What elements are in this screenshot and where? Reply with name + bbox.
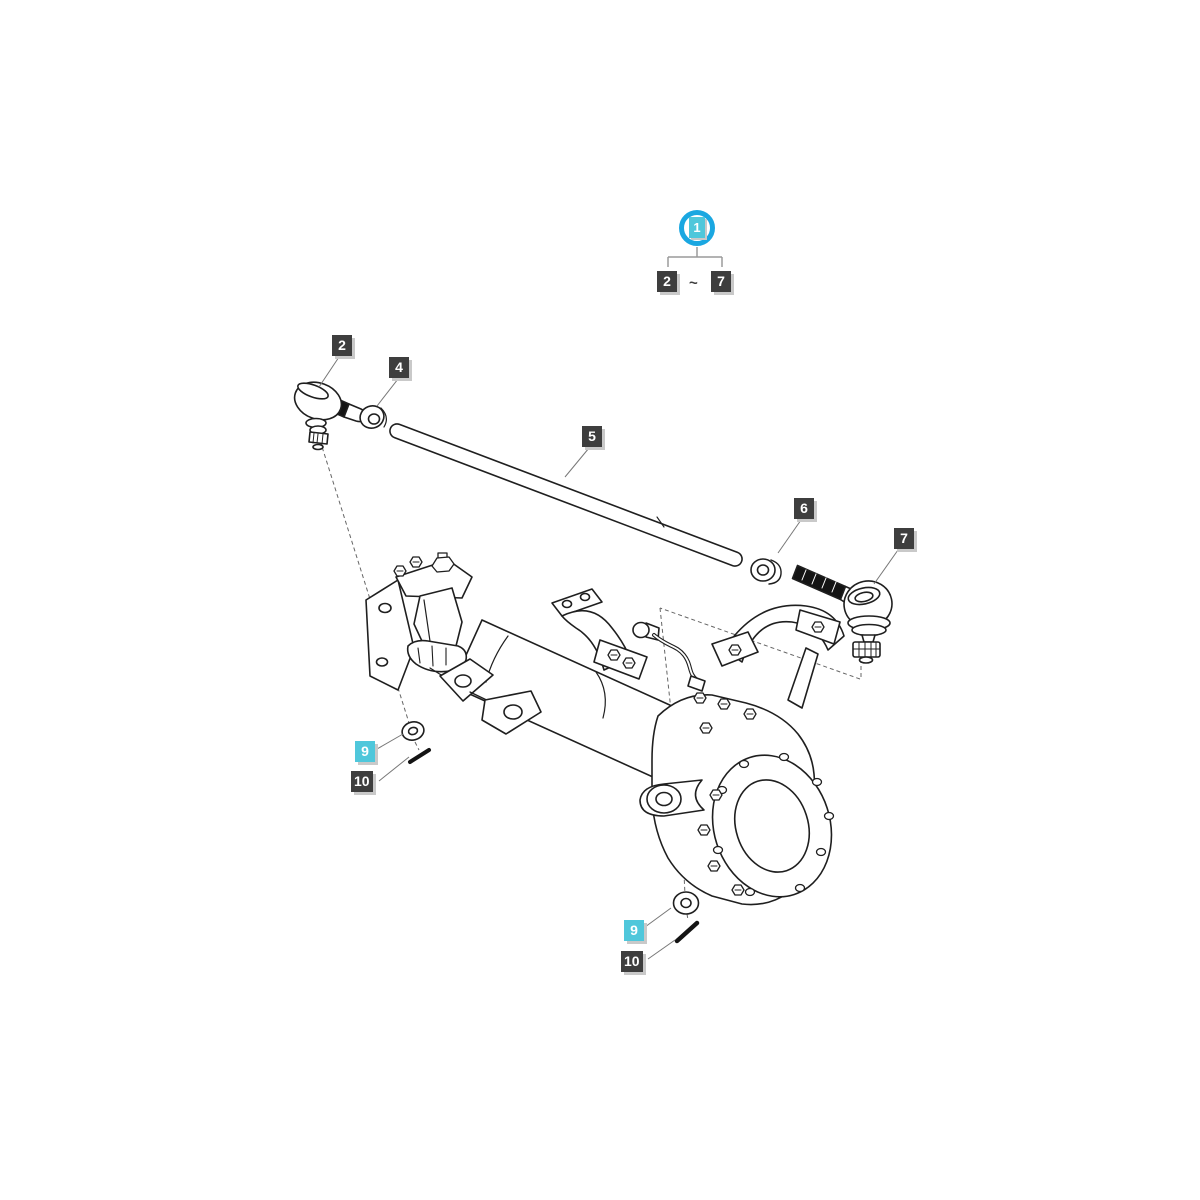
callout-5-tie-rod-bar[interactable]: 5 [582, 426, 602, 447]
jam-nut-left-drawing [359, 405, 387, 429]
tie-rod-end-right-drawing [791, 564, 893, 664]
steering-knuckle-left-drawing [365, 552, 542, 735]
cotter-pin-left-drawing [408, 748, 431, 764]
pipe-fitting-drawing [632, 621, 706, 692]
legend-group-label[interactable]: 1 [689, 217, 705, 238]
legend-range-separator: ~ [689, 275, 698, 292]
tie-rod-end-left-drawing [293, 381, 367, 451]
callout-9-washer-right[interactable]: 9 [624, 920, 644, 941]
callout-9-washer-left[interactable]: 9 [355, 741, 375, 762]
cotter-pin-right-drawing [674, 920, 700, 944]
center-bracket-drawing [551, 588, 648, 680]
tie-rod-bar-drawing [389, 423, 743, 567]
tie-rod-assembly-drawing [293, 381, 893, 664]
legend-group-ring [679, 210, 715, 246]
callout-10-pin-right[interactable]: 10 [621, 951, 643, 972]
callout-7-tie-rod-end-right[interactable]: 7 [894, 528, 914, 549]
right-bracket-drawing [711, 583, 888, 709]
leader-lines [318, 356, 899, 960]
washer-left-drawing [401, 721, 425, 741]
washers-and-pins-drawing [401, 721, 700, 944]
callout-2-tie-rod-end-left[interactable]: 2 [332, 335, 352, 356]
legend-range-end[interactable]: 7 [711, 271, 731, 292]
legend-bracket [667, 247, 723, 267]
callout-6-jam-nut-right[interactable]: 6 [794, 498, 814, 519]
hub-flange-drawing [711, 754, 833, 898]
legend-range-start[interactable]: 2 [657, 271, 677, 292]
front-axle-drawing [365, 552, 888, 906]
hub-housing-drawing [639, 692, 835, 906]
callout-4-jam-nut-left[interactable]: 4 [389, 357, 409, 378]
jam-nut-right-drawing [750, 558, 782, 585]
callout-10-pin-left[interactable]: 10 [351, 771, 373, 792]
washer-right-drawing [672, 891, 700, 915]
